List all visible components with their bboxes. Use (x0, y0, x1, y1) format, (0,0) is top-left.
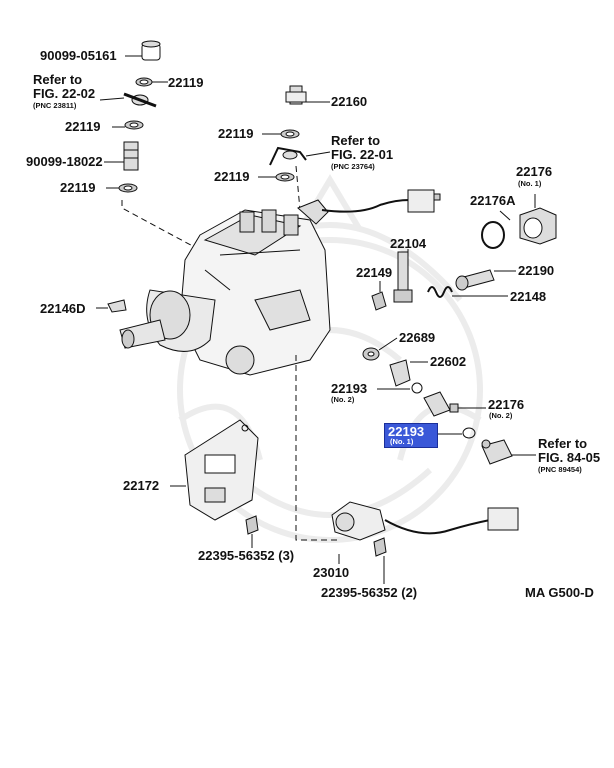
fitting-icon (285, 85, 307, 105)
refer-label-top: Refer to (33, 72, 83, 87)
part-22193-no1[interactable]: 22193 (388, 424, 425, 439)
connector-icon (481, 439, 513, 465)
gasket-icon (124, 120, 144, 130)
fig-22-02-link[interactable]: FIG. 22-02 (33, 86, 96, 101)
part-22172[interactable]: 22172 (123, 478, 160, 493)
part-90099-18022[interactable]: 90099-18022 (26, 154, 103, 169)
ring-icon (481, 221, 505, 249)
part-22119-a[interactable]: 22119 (168, 75, 204, 90)
banjo-bolt-icon (269, 146, 307, 166)
part-22119-d[interactable]: 22119 (218, 126, 254, 141)
fig-84-05-link[interactable]: FIG. 84-05 (538, 450, 601, 465)
fitting-icon (455, 269, 495, 291)
part-22148[interactable]: 22148 (510, 289, 547, 304)
part-22146D[interactable]: 22146D (40, 301, 86, 316)
sensor-plug-icon (389, 359, 411, 387)
part-22119-e[interactable]: 22119 (214, 169, 250, 184)
nut-icon (519, 207, 557, 245)
pnc-89454: (PNC 89454) (538, 465, 582, 474)
cap-icon (107, 299, 127, 313)
banjo-bolt-icon (123, 92, 157, 108)
part-90099-05161[interactable]: 90099-05161 (40, 48, 117, 63)
gasket-icon (275, 172, 295, 182)
valve-icon (393, 251, 413, 303)
part-22176A[interactable]: 22176A (470, 193, 516, 208)
spring-icon (427, 286, 453, 298)
fig-22-01-link[interactable]: FIG. 22-01 (331, 147, 394, 162)
refer-label-right: Refer to (538, 436, 588, 451)
part-22104[interactable]: 22104 (390, 236, 427, 251)
part-22119-c[interactable]: 22119 (60, 180, 96, 195)
oring-icon (411, 382, 423, 394)
gasket-icon (362, 347, 380, 361)
part-22395-56352-3[interactable]: 22395-56352 (3) (198, 548, 295, 563)
part-22193-no2[interactable]: 22193 (331, 381, 368, 396)
bolt-icon (245, 515, 259, 535)
part-22689[interactable]: 22689 (399, 330, 436, 345)
gasket-icon (280, 129, 300, 139)
refer-label-mid: Refer to (331, 133, 381, 148)
valve-sensor-icon (331, 501, 519, 541)
no2-a: (No. 2) (331, 395, 355, 404)
part-22149[interactable]: 22149 (356, 265, 393, 280)
part-22119-b[interactable]: 22119 (65, 119, 101, 134)
part-22176-no2[interactable]: 22176 (488, 397, 525, 412)
part-22395-56352-2[interactable]: 22395-56352 (2) (321, 585, 418, 600)
gasket-icon (118, 183, 138, 193)
no2-b: (No. 2) (489, 411, 513, 420)
no1-top: (No. 1) (518, 179, 542, 188)
bolt-icon (373, 537, 387, 557)
bracket-icon (184, 419, 259, 521)
gasket-icon (135, 77, 153, 87)
part-22176-no1[interactable]: 22176 (516, 164, 553, 179)
no1-highlight: (No. 1) (390, 437, 414, 446)
pnc-23764: (PNC 23764) (331, 162, 375, 171)
part-23010[interactable]: 23010 (313, 565, 350, 580)
highlight-box (384, 423, 438, 448)
washer-icon (371, 291, 387, 311)
plug-icon (141, 40, 161, 61)
part-22160[interactable]: 22160 (331, 94, 368, 109)
bolt-icon (123, 141, 139, 171)
injection-pump-icon (119, 189, 441, 376)
part-22602[interactable]: 22602 (430, 354, 467, 369)
diagram-code: MA G500-D (525, 585, 594, 600)
pnc-23811: (PNC 23811) (33, 101, 77, 110)
oring-icon (462, 427, 476, 439)
part-22190[interactable]: 22190 (518, 263, 555, 278)
sensor-icon (423, 391, 459, 417)
